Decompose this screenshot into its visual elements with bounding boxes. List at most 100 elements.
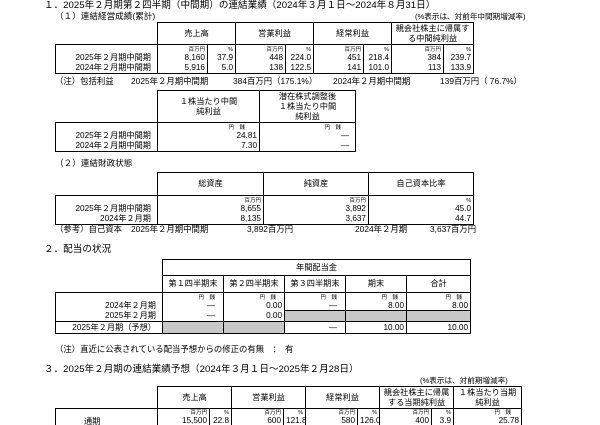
- value-cell: ―: [328, 300, 337, 310]
- value-cell: ―: [340, 131, 349, 140]
- unit-percent: %: [306, 47, 312, 53]
- unit-percent: %: [466, 198, 471, 204]
- table-row-label: 2024年２月期: [55, 213, 158, 225]
- value-cell: 138: [235, 62, 287, 74]
- value-cell: 122.5: [285, 62, 315, 74]
- header-diluted-eps: 潜在株式調整後１株当たり中間純利益: [259, 90, 356, 123]
- dividend-revision-note: （注）直近に公表されている配当予想からの修正の有無 ： 有: [55, 344, 294, 354]
- value-cell: ―: [206, 301, 215, 310]
- forecast-percent-note: (%表示は、対前期増減率): [420, 376, 508, 385]
- value-cell: 113: [391, 62, 445, 74]
- unit-percent: %: [466, 47, 472, 53]
- blank-cell: [162, 320, 224, 334]
- blank-cell: [284, 309, 346, 322]
- equity-ref-prev-label: 2024年２月期: [355, 224, 408, 234]
- table-row-label: 2024年２月期中間期: [55, 140, 158, 152]
- value-cell: 22.8: [213, 416, 230, 425]
- unit-yen: 円: [228, 125, 234, 131]
- value-cell: 10.00: [405, 320, 472, 334]
- value-cell: 384: [427, 53, 442, 62]
- header-year-end: 期末: [345, 275, 407, 293]
- value-cell: 141: [313, 62, 365, 74]
- unit-sen: 銭: [270, 295, 276, 301]
- unit-yen: 円: [259, 295, 265, 301]
- value-cell: 0.00: [223, 310, 285, 322]
- unit-yen: 百万円: [338, 410, 356, 416]
- comprehensive-income-prev-label: 2024年２月期中間期: [333, 76, 411, 86]
- value-cell: 224.0: [290, 53, 312, 62]
- unit-percent: %: [228, 47, 234, 53]
- section2-title: （２）連結財政状態: [55, 158, 133, 168]
- header-q2-end: 第２四半期末: [223, 275, 285, 293]
- unit-yen: 円: [494, 410, 501, 416]
- header-eps: １株当たり中間純利益: [157, 90, 260, 123]
- blank-cell: [223, 320, 285, 334]
- value-cell: 5,916: [157, 62, 208, 74]
- unit-sen: 銭: [239, 125, 245, 131]
- section3-title: ２．配当の状況: [44, 244, 112, 255]
- value-cell: ―: [162, 310, 224, 322]
- equity-ref-current-value: 3,892百万円: [247, 224, 294, 234]
- unit-yen: 百万円: [344, 47, 362, 53]
- value-cell: ―: [259, 140, 356, 152]
- header-equity-ratio: 自己資本比率: [368, 172, 474, 196]
- header-q1-end: 第１四半期末: [162, 275, 224, 293]
- value-cell: 101.0: [363, 62, 393, 74]
- value-cell: 8,160: [184, 53, 206, 62]
- unit-yen: 円: [445, 294, 451, 301]
- value-cell: 239.7: [450, 53, 472, 62]
- unit-yen: 百万円: [190, 410, 207, 416]
- table-row-label: 2025年２月期中間期: [55, 122, 158, 141]
- table-row-label: 2025年２月期中間期: [55, 195, 158, 214]
- eps-table: １株当たり中間純利益 潜在株式調整後１株当たり中間純利益 2025年２月期中間期…: [55, 90, 356, 152]
- value-cell: 24.81: [236, 131, 258, 140]
- value-cell: 10.00: [345, 320, 407, 334]
- section1-subtitle: （１）連結経営成績(累計): [55, 11, 156, 21]
- header-sales: 売上高: [156, 22, 237, 45]
- value-cell: 44.7: [368, 213, 474, 225]
- header-net-income: 親会社株主に帰属する中間純利益: [391, 22, 475, 45]
- header-annual-dividend: 年間配当金: [161, 259, 472, 276]
- unit-percent: %: [384, 47, 390, 53]
- header-ordinary-profit: 経常利益: [313, 22, 393, 45]
- header-net-assets: 純資産: [263, 172, 369, 196]
- unit-yen: 円: [198, 295, 204, 301]
- unit-yen: 百万円: [349, 198, 366, 204]
- unit-percent: %: [372, 410, 378, 416]
- forecast-table: 売上高 営業利益 経常利益 親会社株主に帰属する当期純利益 １株当たり当期純利益…: [55, 386, 523, 425]
- unit-yen: 百万円: [266, 47, 284, 53]
- value-cell: 8.00: [388, 300, 404, 310]
- value-cell: 8.00: [452, 300, 469, 310]
- table-row-label: 通期: [55, 408, 158, 425]
- header-net-income: 親会社株主に帰属する当期純利益: [379, 386, 455, 409]
- equity-ref-label: （参考）自己資本: [55, 224, 122, 234]
- results-table: 売上高 営業利益 経常利益 親会社株主に帰属する中間純利益 2025年２月期中間…: [55, 22, 475, 74]
- blank-cell: [345, 309, 407, 322]
- table-row-label: 2024年２月期中間期: [55, 62, 158, 74]
- unit-yen: 円: [324, 125, 330, 131]
- unit-sen: 銭: [335, 125, 341, 131]
- equity-ref-prev-value: 3,637百万円: [430, 224, 477, 234]
- unit-sen: 銭: [456, 294, 463, 301]
- comprehensive-income-current-value: 384百万円（175.1%）: [233, 76, 318, 86]
- value-cell: 121.8: [286, 416, 306, 425]
- percent-note: (%表示は、対前年中間期増減率): [415, 12, 526, 21]
- header-total: 合計: [405, 275, 472, 293]
- value-cell: 37.9: [217, 53, 234, 62]
- unit-yen: 百万円: [264, 410, 282, 416]
- header-ordinary-profit: 経常利益: [305, 386, 381, 409]
- value-cell: 0.00: [266, 301, 282, 310]
- unit-percent: %: [446, 410, 452, 416]
- table-row-label: 2025年２月期中間期: [55, 44, 158, 63]
- header-operating-profit: 営業利益: [235, 22, 315, 45]
- section4-title: ３．2025年２月期の連結業績予想（2024年３月１日～2025年２月28日）: [44, 364, 359, 375]
- unit-yen: 円: [320, 294, 326, 301]
- value-cell: 8,135: [157, 213, 264, 225]
- header-eps: １株当たり当期純利益: [453, 386, 523, 409]
- section1-title: １．2025年２月期第２四半期（中間期）の連結業績（2024年３月１日～2024…: [44, 0, 436, 11]
- unit-yen: 円: [381, 294, 387, 301]
- value-cell: 15,500: [181, 416, 207, 425]
- value-cell: ―: [284, 320, 346, 334]
- value-cell: 45.0: [455, 204, 471, 213]
